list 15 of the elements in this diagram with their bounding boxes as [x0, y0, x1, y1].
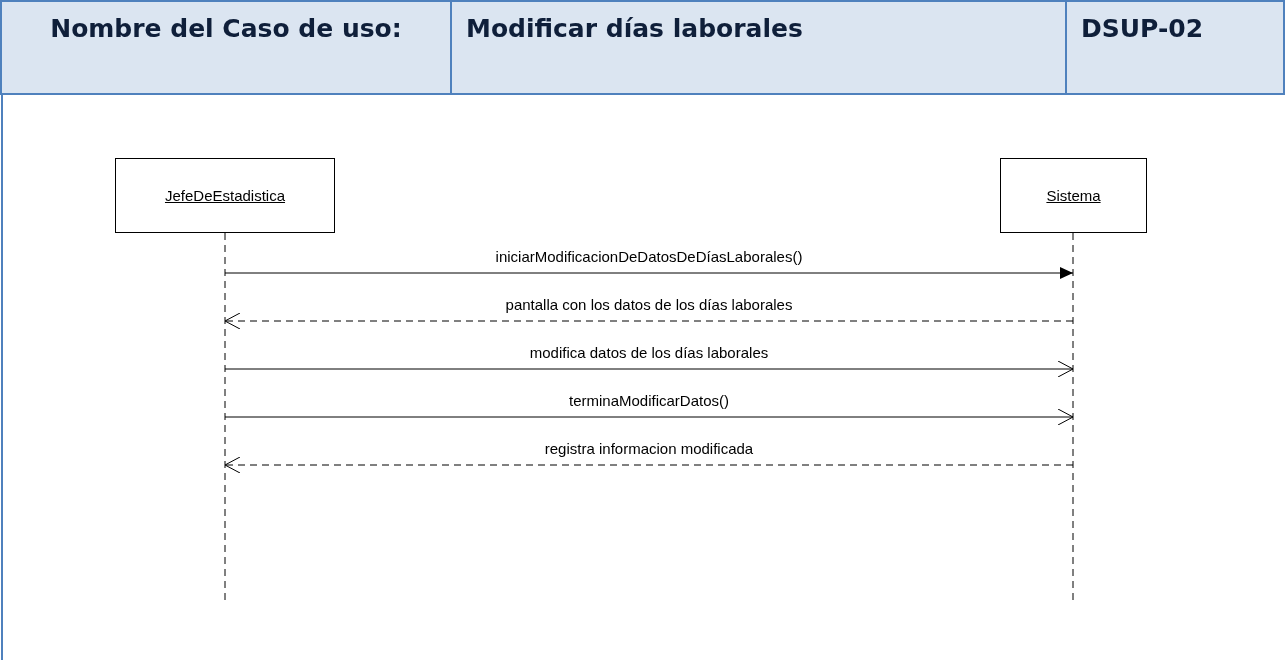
- table-cell-text: DSUP-02: [1081, 14, 1204, 43]
- actor-box: Sistema: [1000, 158, 1147, 233]
- message-label: modifica datos de los días laborales: [529, 344, 769, 362]
- message-label: pantalla con los datos de los días laborales: [505, 296, 793, 314]
- message-label: iniciarModificacionDeDatosDeDíasLaborales(): [495, 248, 803, 266]
- message-arrow: [224, 408, 1074, 426]
- message-label: registra informacion modificada: [544, 440, 754, 458]
- message-arrow: [224, 312, 1074, 330]
- message-label: terminaModificarDatos(): [569, 392, 729, 410]
- table-cell-text: Nombre del Caso de uso:: [50, 14, 402, 43]
- actor-box: JefeDeEstadistica: [115, 158, 335, 233]
- table-cell-text: Modificar días laborales: [466, 14, 803, 43]
- message-arrow: [224, 360, 1074, 378]
- message-arrow: [224, 456, 1074, 474]
- message-arrow: [224, 267, 1074, 279]
